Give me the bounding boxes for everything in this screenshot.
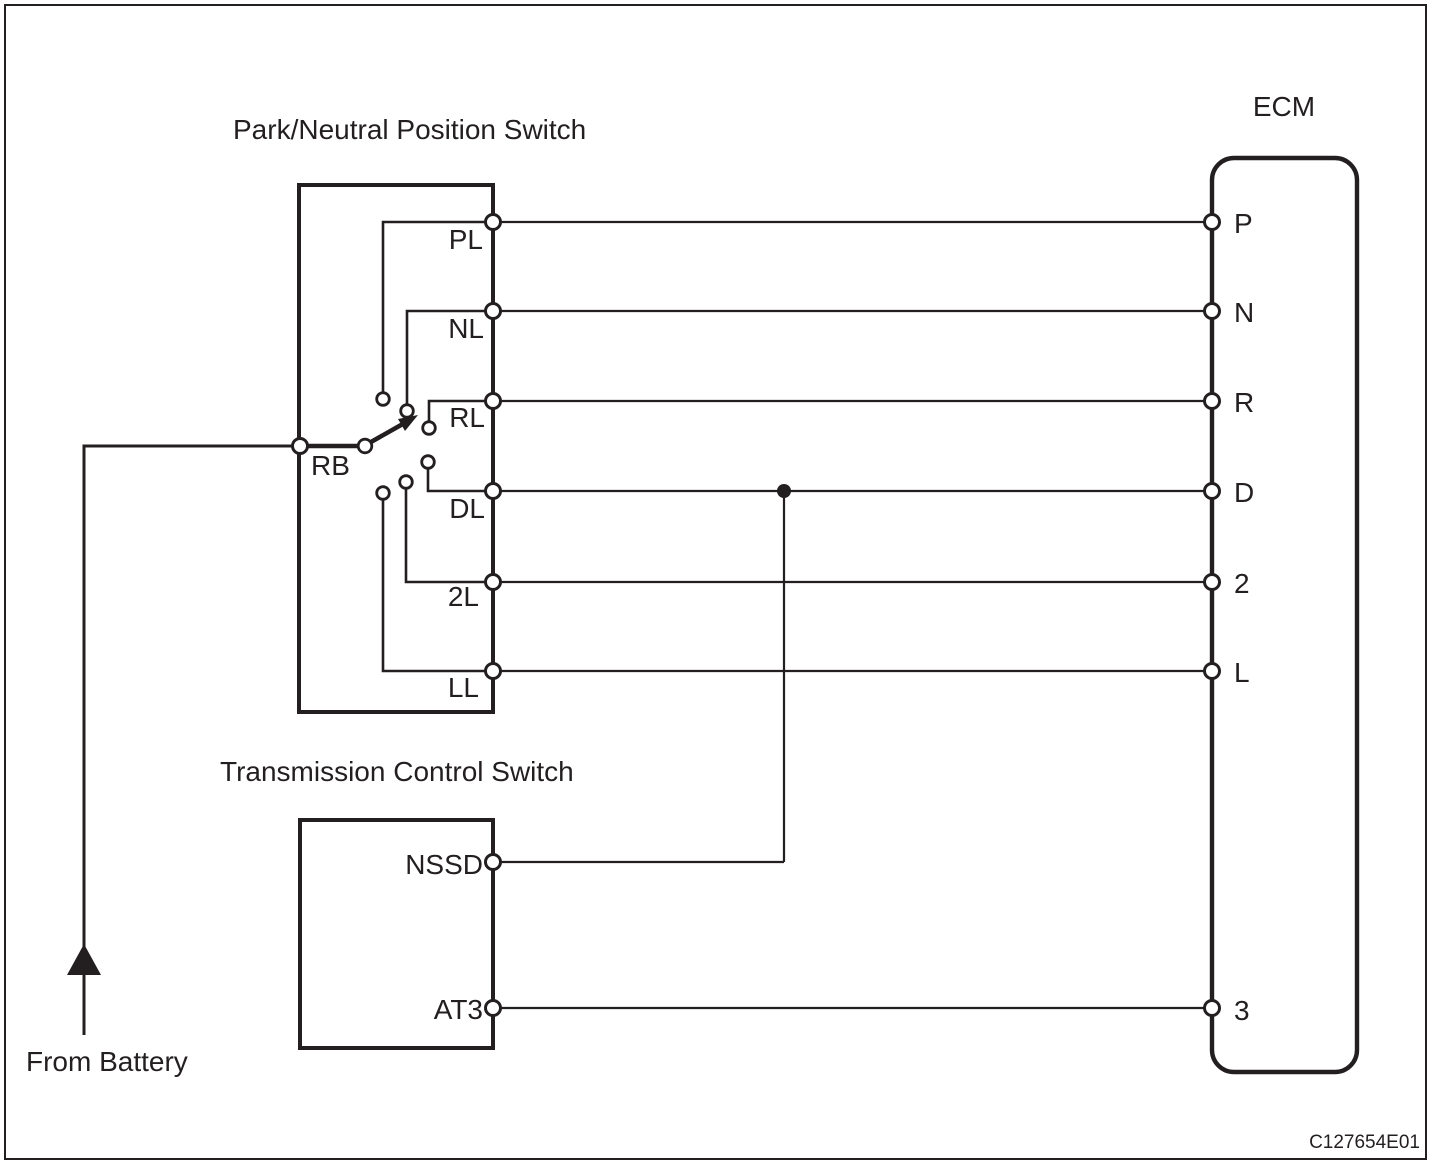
junction-dot-d-nssd: [777, 484, 791, 498]
terminal-ecm-2: [1203, 573, 1221, 591]
pnp-internal-wire-nl: [405, 309, 493, 405]
pnp-internal-wire-rl: [427, 399, 493, 422]
tcs-box: [298, 818, 495, 1050]
switch-arm: [368, 422, 404, 445]
pnp-switch-block: Park/Neutral Position Switch PL NL RL DL…: [233, 114, 586, 714]
terminal-ecm-n: [1203, 302, 1221, 320]
terminal-ecm-3: [1203, 999, 1221, 1017]
ecm-block: ECM P N R D 2 L 3: [1203, 91, 1360, 1075]
terminal-rb: [291, 437, 309, 455]
pnp-internal-wire-pl: [381, 220, 493, 393]
switch-arm-arrowhead-icon: [398, 415, 418, 431]
terminal-label-nl: NL: [448, 313, 484, 344]
main-wires: [493, 220, 1212, 1010]
terminal-ll: [484, 662, 502, 680]
terminal-label-rb: RB: [311, 450, 350, 481]
terminal-label-at3: AT3: [434, 994, 483, 1025]
terminal-label-nssd: NSSD: [405, 849, 483, 880]
ecm-pin-label-2: 2: [1234, 568, 1250, 599]
terminal-label-2l: 2L: [448, 581, 479, 612]
terminal-nssd: [484, 853, 502, 871]
terminal-2l: [484, 573, 502, 591]
ecm-title: ECM: [1253, 91, 1315, 122]
terminal-pl: [484, 213, 502, 231]
pnp-internal-wire-ll: [381, 499, 493, 673]
tcs-title: Transmission Control Switch: [220, 756, 574, 787]
ecm-box: [1209, 155, 1360, 1075]
tcs-block: Transmission Control Switch NSSD AT3: [220, 756, 574, 1050]
ecm-pin-label-l: L: [1234, 657, 1250, 688]
pnp-switch-title: Park/Neutral Position Switch: [233, 114, 586, 145]
ecm-pin-label-3: 3: [1234, 995, 1250, 1026]
terminal-label-ll: LL: [448, 672, 479, 703]
wire-from-battery: [82, 444, 296, 1035]
ecm-pin-label-r: R: [1234, 387, 1254, 418]
terminal-nl: [484, 302, 502, 320]
battery-feed: [67, 444, 296, 1035]
terminal-label-rl: RL: [449, 402, 485, 433]
contact-nl: [399, 403, 415, 419]
figure-code: C127654E01: [1309, 1132, 1420, 1153]
terminal-dl: [484, 482, 502, 500]
contact-dl: [420, 454, 436, 470]
contact-ll: [375, 485, 391, 501]
from-battery-label: From Battery: [26, 1046, 188, 1077]
ecm-pin-label-p: P: [1234, 208, 1253, 239]
ecm-pin-label-d: D: [1234, 477, 1254, 508]
contact-pl: [375, 391, 391, 407]
pnp-internal-wire-dl: [426, 468, 493, 493]
terminal-label-pl: PL: [449, 224, 483, 255]
terminal-at3: [484, 999, 502, 1017]
pnp-switch-box: [297, 183, 495, 714]
terminal-ecm-p: [1203, 213, 1221, 231]
ecm-pin-label-n: N: [1234, 297, 1254, 328]
battery-up-arrow-icon: [67, 944, 101, 975]
terminal-ecm-d: [1203, 482, 1221, 500]
page-border: [4, 4, 1427, 1160]
contact-rl: [421, 420, 437, 436]
terminal-label-dl: DL: [449, 493, 485, 524]
contact-pivot: [356, 437, 374, 455]
contact-2l: [398, 474, 414, 490]
pnp-internal-wire-2l: [404, 488, 493, 584]
terminal-rl: [484, 392, 502, 410]
terminal-ecm-r: [1203, 392, 1221, 410]
terminal-ecm-l: [1203, 662, 1221, 680]
